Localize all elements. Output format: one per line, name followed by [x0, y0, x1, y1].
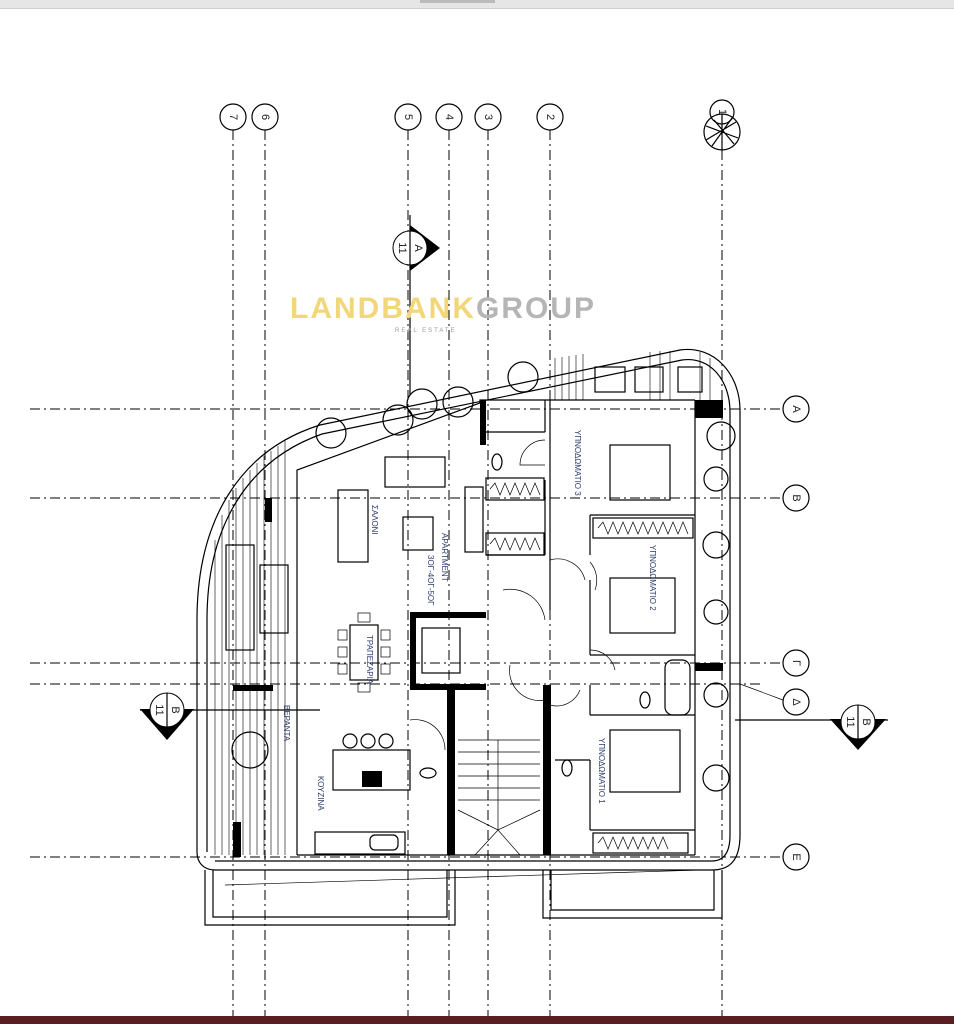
label-living: ΣΑΛΟΝΙ: [370, 505, 379, 535]
wardrobe: [485, 477, 545, 501]
grid-bubble-7: 7: [219, 103, 247, 131]
label-dining: ΤΡΑΠΕΖΑΡΙΑ: [365, 635, 374, 685]
bed-bedroom-3: [609, 444, 671, 501]
watermark-logo: LANDBANKGROUP REAL ESTATE: [290, 292, 596, 334]
svg-text:5: 5: [402, 114, 414, 120]
grid-bubble-3: 3: [474, 103, 502, 131]
toilet: [639, 691, 651, 709]
svg-text:11: 11: [396, 242, 408, 253]
section-marker-B-right: B 11: [735, 704, 888, 750]
grid-bubble-6: 6: [251, 103, 279, 131]
svg-text:B: B: [169, 706, 181, 713]
tree-icon: [703, 113, 741, 151]
svg-text:11: 11: [153, 704, 165, 715]
svg-text:E: E: [790, 853, 802, 860]
bed-bedroom-2: [609, 577, 676, 634]
kitchen-island: [332, 749, 411, 791]
veranda-hatch: [214, 351, 711, 855]
svg-text:3: 3: [482, 114, 494, 120]
watermark-brand-b: GROUP: [476, 292, 596, 325]
outdoor-round-table: [231, 731, 269, 769]
dining-table: [349, 624, 379, 681]
grid-bubble-B: B: [782, 484, 810, 512]
svg-text:4: 4: [443, 114, 455, 120]
elevator: [421, 627, 461, 674]
label-bedroom-2: ΥΠΝΟΔΩΜΑΤΙΟ 2: [648, 545, 657, 611]
grid-bubble-E: E: [782, 843, 810, 871]
label-bedroom-1: ΥΠΝΟΔΩΜΑΤΙΟ 1: [597, 738, 606, 804]
wardrobe: [592, 832, 689, 854]
label-kitchen: ΚΟΥΖΙΝΑ: [316, 776, 325, 811]
grid-bubble-2: 2: [536, 103, 564, 131]
section-marker-B-left: B 11: [140, 692, 320, 740]
building-outline: [196, 348, 741, 926]
svg-text:B: B: [860, 718, 872, 725]
label-veranda: ΒΕΡΑΝΤΑ: [282, 705, 291, 742]
viewer-bottom-bar: [0, 1016, 954, 1024]
label-apartment: APARTMENT: [440, 533, 449, 582]
watermark-tagline: REAL ESTATE: [395, 328, 457, 334]
grid-bubble-D: Δ: [782, 688, 810, 716]
viewer-tab-handle[interactable]: [420, 0, 495, 3]
bathtub: [664, 659, 691, 716]
grid-bubble-4: 4: [435, 103, 463, 131]
interior-walls: [225, 361, 736, 857]
svg-text:7: 7: [227, 114, 239, 120]
section-marker-A: A 11: [392, 215, 440, 395]
sink: [369, 834, 399, 851]
watermark-brand: LANDBANKGROUP: [290, 292, 596, 325]
kitchen-counter: [314, 831, 406, 855]
toilet: [419, 767, 437, 779]
svg-text:A: A: [790, 405, 802, 413]
wardrobe: [592, 517, 694, 539]
toilet: [561, 759, 573, 777]
watermark-brand-a: LANDBANK: [290, 292, 476, 325]
cooktop-icon: [362, 771, 382, 787]
outdoor-sofa: [225, 544, 255, 651]
label-bedroom-3: ΥΠΝΟΔΩΜΑΤΙΟ 3: [573, 430, 582, 496]
sofa: [337, 489, 369, 563]
grid-leader-D: [739, 683, 784, 701]
grid-bubble-5: 5: [394, 103, 422, 131]
grid-bubble-G: Γ: [782, 649, 810, 677]
svg-text:6: 6: [259, 114, 271, 120]
bed-bedroom-1: [609, 729, 681, 793]
svg-text:B: B: [790, 494, 802, 501]
column-bubbles: 7 6 5 4 3 2 1: [219, 99, 741, 151]
room-labels: ΣΑΛΟΝΙ APARTMENT 3ΟΓ-4ΟΓ-5ΟΓ ΤΡΑΠΕΖΑΡΙΑ …: [282, 430, 657, 811]
svg-text:Γ: Γ: [790, 660, 802, 666]
svg-text:1: 1: [716, 109, 728, 115]
stairs: [457, 739, 541, 856]
wardrobe: [485, 532, 545, 556]
svg-text:11: 11: [844, 716, 856, 727]
svg-text:A: A: [412, 244, 424, 252]
label-apartment-floors: 3ΟΓ-4ΟΓ-5ΟΓ: [426, 555, 435, 606]
outdoor-sofa: [259, 564, 289, 634]
svg-text:2: 2: [544, 114, 556, 120]
tv-unit: [464, 486, 484, 553]
coffee-table: [402, 516, 434, 551]
toilet: [491, 453, 503, 471]
plant-icons: [315, 361, 736, 792]
svg-text:Δ: Δ: [790, 698, 802, 706]
viewer-top-bar: [0, 0, 954, 9]
row-bubbles: A B Γ Δ E: [782, 395, 810, 871]
armchairs: [384, 456, 446, 488]
grid-bubble-A: A: [782, 395, 810, 423]
